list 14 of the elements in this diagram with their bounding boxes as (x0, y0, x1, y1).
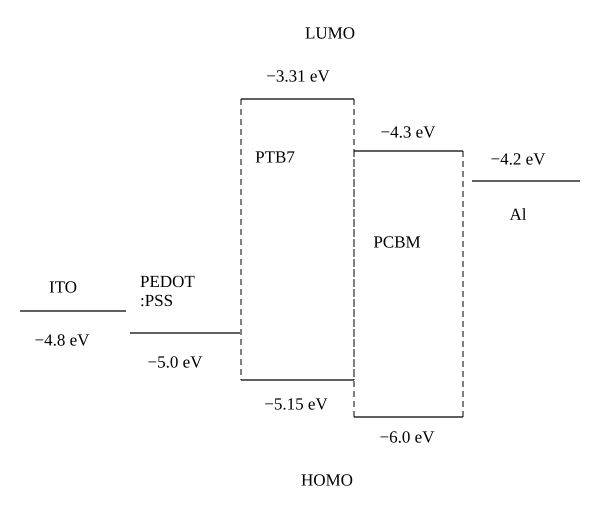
energy-value: −5.0 eV (148, 356, 202, 368)
energy-value: −4.3 eV (381, 126, 436, 138)
material-label: PEDOT :PSS (140, 276, 194, 306)
band-label: LUMO (305, 27, 354, 39)
energy-value: −6.0 eV (380, 431, 434, 443)
energy-value: −4.2 eV (491, 153, 546, 165)
energy-band-box: PTB7 (240, 98, 354, 381)
energy-band-box: PCBM (354, 150, 464, 418)
energy-value: −3.31 eV (267, 70, 330, 82)
material-label: Al (510, 208, 526, 220)
energy-value: −5.15 eV (265, 398, 328, 410)
energy-value: −4.8 eV (35, 334, 90, 346)
band-label: HOMO (302, 474, 352, 486)
material-label: ITO (50, 281, 76, 293)
